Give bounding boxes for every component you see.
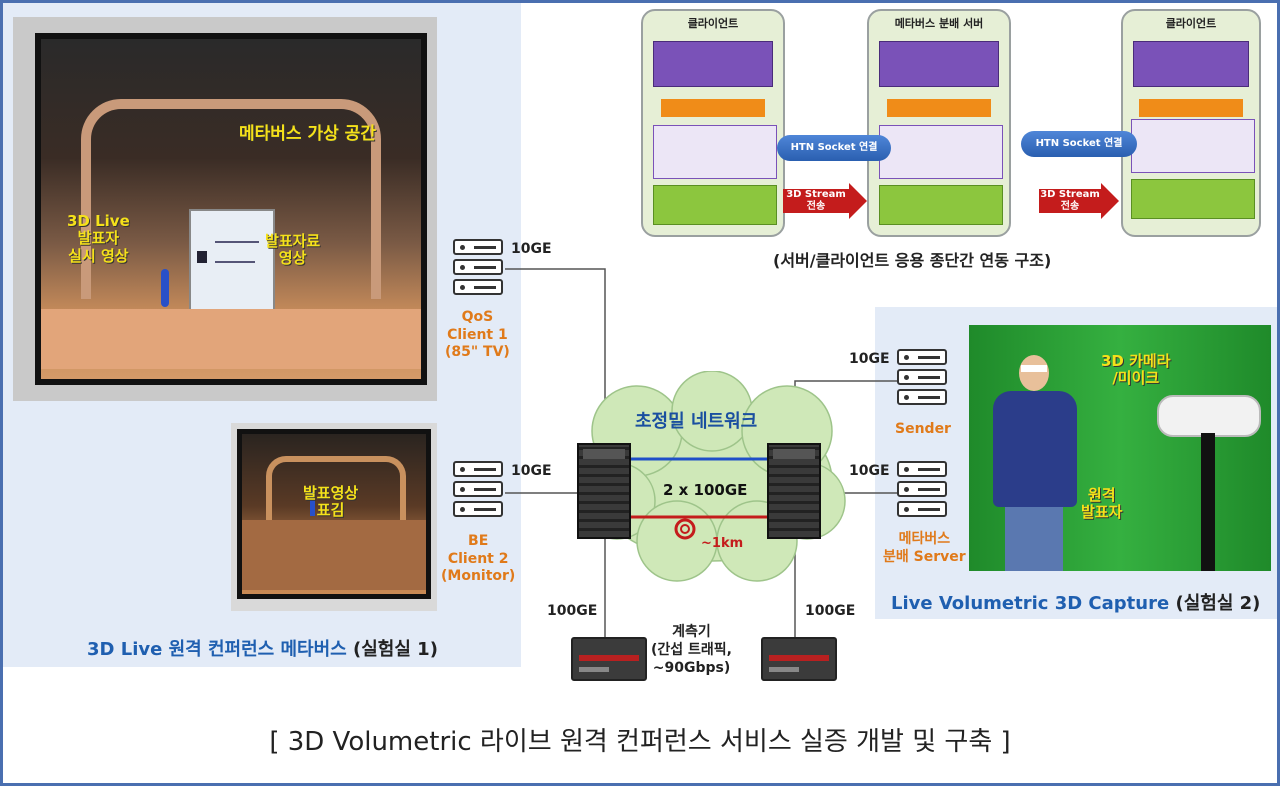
camera-label: 3D 카메라 /미이크 [1101,352,1171,388]
stage-floor [41,309,421,369]
monitor-screen [237,429,431,599]
presentation-slide [189,209,275,313]
virtual-stage-arch [81,99,381,299]
monitor-photo [231,423,437,611]
meter-right-device [761,637,837,681]
network-cloud-label: 초정밀 네트워크 [635,411,758,432]
capture-caption: Live Volumetric 3D Capture (실험실 2) [891,593,1261,614]
be-client-server-icon [453,461,503,521]
right-switch [767,443,821,539]
core-links [631,457,767,540]
socket-tube-right: HTN Socket 연결 [1021,131,1137,157]
link-qos [505,268,606,443]
distance-label: ~1km [701,536,744,551]
arch-client-left: 클라이언트 [641,9,785,237]
arch-server-mid: 메타버스 분배 서버 [867,9,1011,237]
metaverse-space-label: 메타버스 가상 공간 [239,124,376,144]
sender-server-icon [897,349,947,409]
architecture-diagram: 클라이언트 메타버스 분배 서버 클라이언트 HTN Socket 연결 HTN… [633,5,1263,239]
architecture-caption: (서버/클라이언트 응용 종단간 연동 구조) [773,251,1052,270]
qos-link-speed: 10GE [511,241,552,257]
meter-left-device [571,637,647,681]
arch-client-right: 클라이언트 [1121,9,1261,237]
tv-screen [35,33,427,385]
distribution-server-icon [897,461,947,521]
sender-link-speed: 10GE [849,351,890,367]
core-link-label: 2 x 100GE [663,481,748,499]
metaverse-caption: 3D Live 원격 컨퍼런스 메타버스 (실험실 1) [87,639,438,660]
meter-label: 계측기 (간섭 트래픽, ~90Gbps) [651,624,732,677]
meter-left-link-speed: 100GE [547,603,598,619]
main-title: [ 3D Volumetric 라이브 원격 컨퍼런스 서비스 실증 개발 및 … [269,727,1011,757]
remote-presenter-figure [993,355,1077,571]
be-link-speed: 10GE [511,463,552,479]
fiber-spool-icon [674,518,696,540]
be-client-label: BE Client 2 (Monitor) [441,533,516,584]
metaverse-tv-photo [13,17,437,401]
meter-right-link-speed: 100GE [805,603,856,619]
socket-tube-left: HTN Socket 연결 [777,135,891,161]
qos-client-server-icon [453,239,503,299]
qos-client-label: QoS Client 1 (85" TV) [445,309,510,360]
3d-camera [1157,395,1261,437]
remote-presenter-label: 원격 발표자 [1081,486,1123,522]
presenter-avatar [161,269,169,307]
server-link-speed: 10GE [849,463,890,479]
monitor-label: 발표영상 표김 [303,484,359,520]
slides-label: 발표자료 영상 [265,232,321,268]
capture-photo [969,325,1271,571]
distribution-server-label: 메타버스 분배 Server [883,531,966,565]
left-switch [577,443,631,539]
presenter-label: 3D Live 발표자 실시 영상 [67,212,130,265]
sender-label: Sender [895,421,951,437]
camera-tripod [1201,433,1215,571]
